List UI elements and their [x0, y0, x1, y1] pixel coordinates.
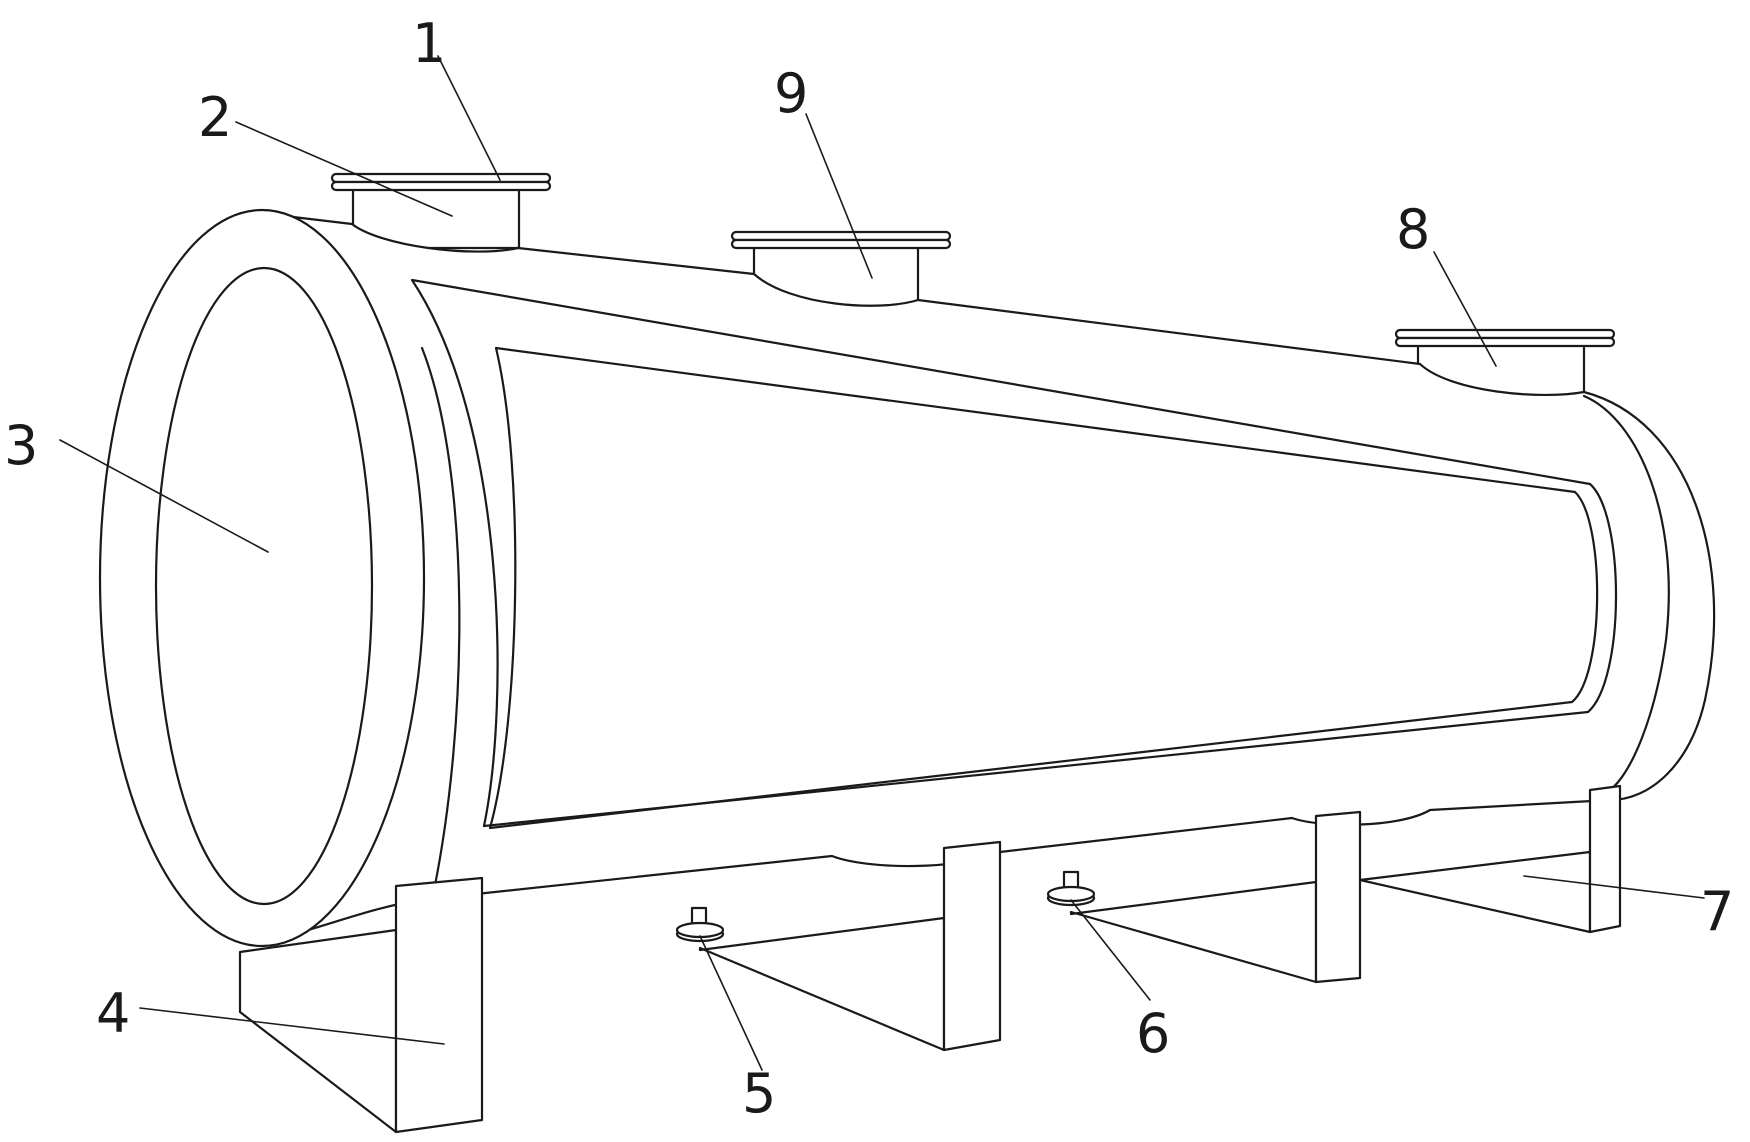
leader-3 — [59, 439, 269, 553]
leader-9 — [805, 113, 873, 279]
saddle-third — [1069, 810, 1362, 984]
leader-4 — [139, 1007, 445, 1045]
side-panel-outer — [410, 278, 1618, 828]
part-label-7: 7 — [1700, 880, 1734, 943]
leader-8 — [1433, 251, 1497, 367]
part-label-4: 4 — [96, 982, 130, 1045]
part-label-6: 6 — [1136, 1002, 1170, 1065]
front-cover-plate — [154, 266, 374, 906]
leader-6 — [1070, 899, 1151, 1001]
part-label-9: 9 — [774, 62, 808, 125]
part-label-1: 1 — [412, 12, 446, 75]
side-panel-inner — [488, 346, 1599, 830]
shell-front-edge — [420, 346, 461, 902]
drain-nozzle-right — [1046, 870, 1096, 907]
part-label-8: 8 — [1396, 198, 1430, 261]
leader-5 — [699, 935, 763, 1071]
saddle-front — [238, 876, 484, 1134]
leader-lines — [59, 55, 1705, 1071]
tank-shell — [258, 212, 1716, 944]
leader-7 — [1523, 875, 1705, 899]
leader-1 — [437, 55, 501, 181]
saddle-rear — [1358, 784, 1622, 934]
rear-end-cap-seam — [1582, 394, 1670, 792]
saddle-second — [698, 840, 1002, 1052]
leader-2 — [235, 121, 453, 217]
part-label-2: 2 — [198, 86, 232, 149]
part-label-5: 5 — [742, 1062, 776, 1125]
part-label-3: 3 — [4, 414, 38, 477]
